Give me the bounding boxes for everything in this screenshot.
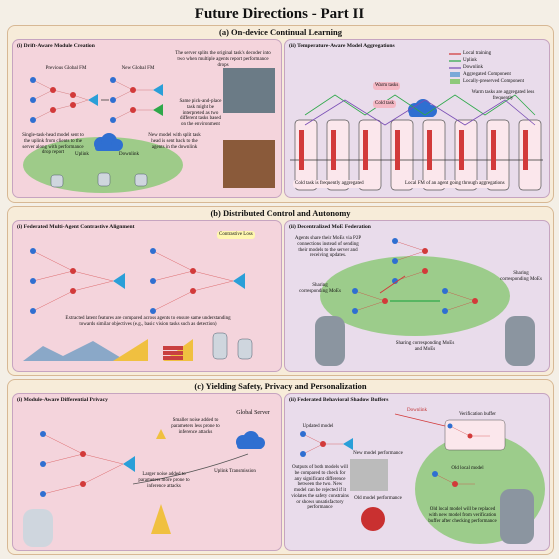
- dp-graphic: [23, 429, 265, 547]
- panel-title: (i) Federated Multi-Agent Contrastive Al…: [17, 224, 135, 230]
- label-previous-fm: Previous Global FM: [45, 66, 87, 71]
- note-smaller-noise: Smaller noise added to parameters less p…: [171, 418, 220, 435]
- note-warm: Warm tasks are aggregated less frequentl…: [471, 90, 535, 101]
- panel-title: (i) Module-Aware Differential Privacy: [17, 397, 108, 403]
- note-new-model: New model with split task head is sent b…: [148, 133, 201, 150]
- label-sharing-3: Sharing corresponding MoEs and MoEs: [395, 341, 455, 352]
- label-sharing-2: Sharing corresponding MoEs: [500, 271, 542, 282]
- note-p2p: Agents share their MoEs via P2P connecti…: [294, 236, 362, 259]
- drift-aware-graphic: [23, 68, 275, 193]
- note-compare: Outputs of both models will be compared …: [291, 465, 349, 511]
- note-single-task: Single-task-head model sent to the uplin…: [22, 133, 84, 156]
- legend-aggregated: Aggregated Component: [463, 72, 511, 77]
- note-server-split: The server splits the original task's de…: [175, 51, 271, 68]
- label-updated-model: Updated model: [302, 424, 334, 429]
- contrastive-graphic: [23, 248, 253, 361]
- panel-title: (i) Drift-Aware Module Creation: [17, 43, 95, 49]
- panel-moe-federation: (ii) Decentralized MoE Federation Agents…: [284, 220, 550, 372]
- shadow-buffer-graphic: [300, 413, 545, 544]
- section-a: (a) On-device Continual Learning (i) Dri…: [7, 25, 554, 203]
- label-verification-buffer: Verification buffer: [459, 412, 496, 417]
- label-global-server: Global Server: [236, 410, 270, 416]
- note-larger-noise: Larger noise added to parameters more pr…: [138, 472, 190, 489]
- label-uplink: Uplink: [75, 152, 89, 157]
- label-sharing-1: Sharing corresponding MoEs: [299, 283, 341, 294]
- note-contrastive: Extracted latent features are compared a…: [65, 316, 231, 327]
- section-a-heading: (a) On-device Continual Learning: [218, 27, 343, 37]
- page-title: Future Directions - Part II: [194, 6, 365, 22]
- note-same-task: Same pick-and-place task might be interp…: [179, 99, 222, 127]
- label-new-fm: New Global FM: [121, 66, 155, 71]
- section-b-heading: (b) Distributed Control and Autonomy: [210, 208, 351, 218]
- panel-title: (ii) Temperature-Aware Model Aggregation…: [289, 43, 395, 49]
- panel-shadow-buffers: (ii) Federated Behavioral Shadow Buffers…: [284, 393, 550, 551]
- label-cold-task: Cold task: [373, 100, 397, 108]
- section-c: (c) Yielding Safety, Privacy and Persona…: [7, 379, 554, 555]
- panel-drift-aware: (i) Drift-Aware Module Creation: [12, 39, 282, 198]
- legend-downlink: Downlink: [463, 65, 483, 70]
- label-downlink: Downlink: [407, 408, 427, 413]
- note-cold: Cold task is frequently aggregated: [293, 180, 366, 188]
- label-old-performance: Old model performance: [354, 496, 402, 501]
- legend-locally-preserved: Locally-preserved Component: [463, 79, 524, 84]
- moe-graphic: [315, 238, 535, 366]
- label-new-performance: New model performance: [353, 451, 403, 456]
- panel-contrastive: (i) Federated Multi-Agent Contrastive Al…: [12, 220, 282, 372]
- section-c-heading: (c) Yielding Safety, Privacy and Persona…: [194, 381, 367, 391]
- panel-differential-privacy: (i) Module-Aware Differential Privacy Gl…: [12, 393, 282, 551]
- note-local-fm: Local FM of an agent going through aggre…: [403, 180, 507, 188]
- note-replace: Old local model will be replaced with ne…: [428, 507, 497, 524]
- label-contrastive-loss: Contrastive Loss: [217, 231, 255, 239]
- label-downlink: Downlink: [119, 152, 139, 157]
- legend-local-training: Local training: [463, 51, 492, 56]
- temperature-aware-graphic: [290, 53, 543, 191]
- section-b: (b) Distributed Control and Autonomy (i)…: [7, 206, 554, 376]
- label-uplink-transmission: Uplink Transmission: [214, 469, 256, 474]
- legend-uplink: Uplink: [463, 58, 477, 63]
- label-old-local-model: Old local model: [451, 466, 484, 471]
- label-warm-tasks: Warm tasks: [373, 82, 401, 90]
- panel-temperature-aware: (ii) Temperature-Aware Model Aggregation…: [284, 39, 550, 198]
- panel-title: (ii) Decentralized MoE Federation: [289, 224, 371, 230]
- panel-title: (ii) Federated Behavioral Shadow Buffers: [289, 397, 389, 403]
